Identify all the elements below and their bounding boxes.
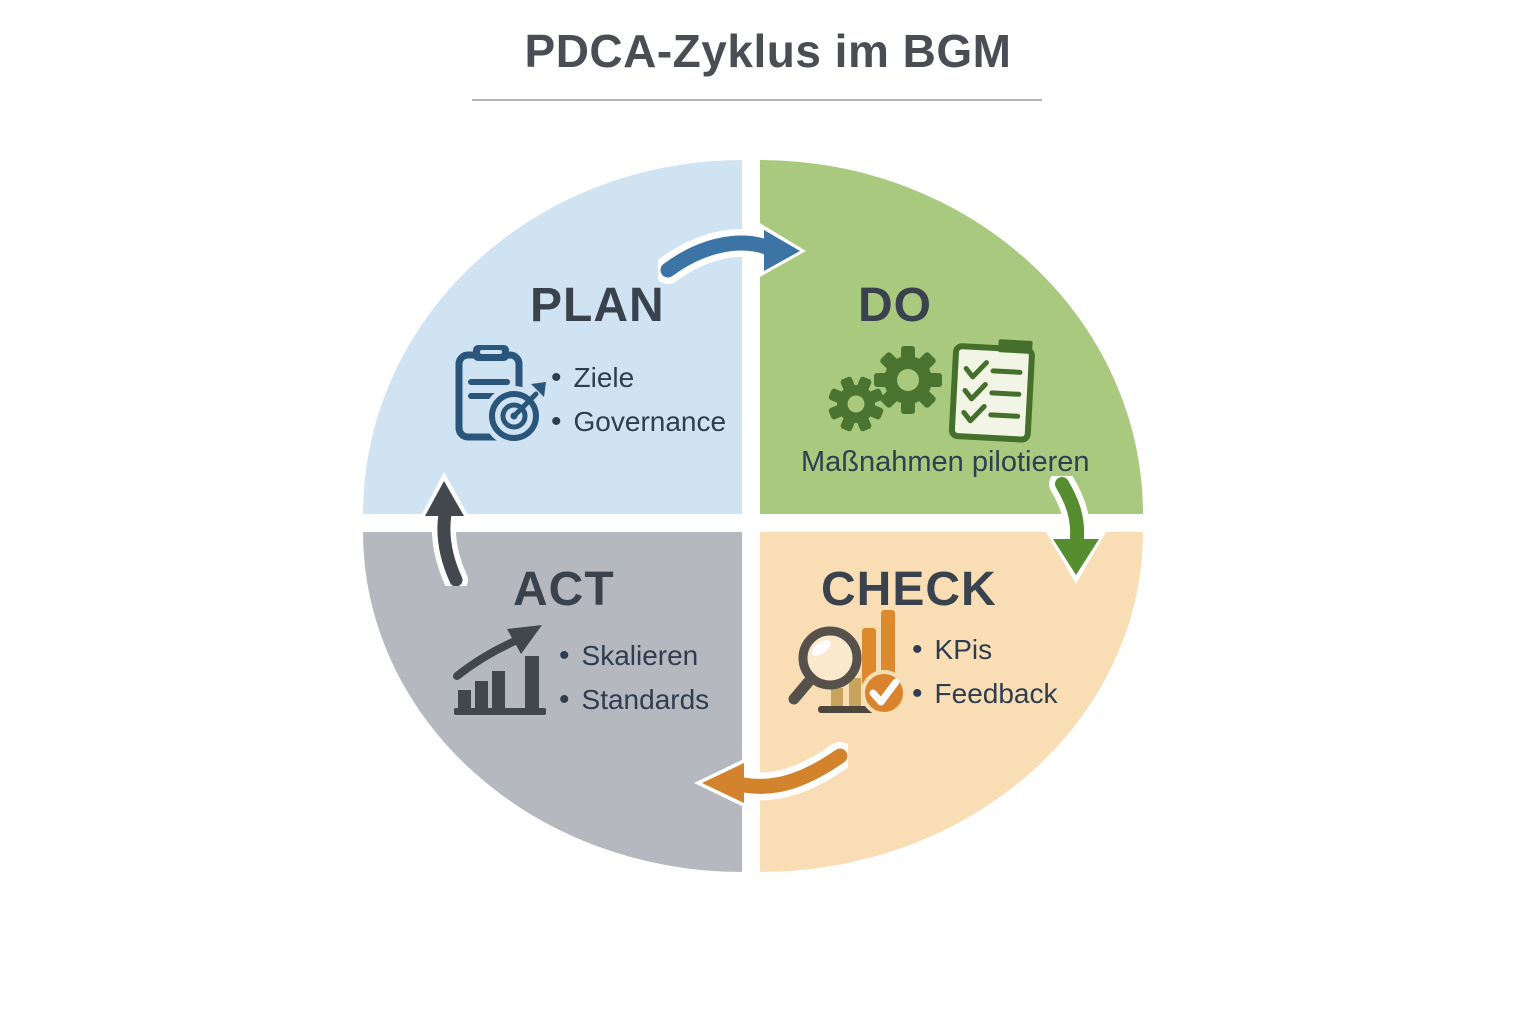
pdca-cycle: PLAN •Ziele •Governance DO (363, 160, 1143, 872)
title-underline (472, 99, 1042, 101)
list-item: •Ziele (551, 356, 726, 400)
page-title: PDCA-Zyklus im BGM (524, 25, 1012, 77)
check-heading: CHECK (821, 563, 997, 616)
growth-chart-arrow-icon (453, 625, 546, 715)
arrow-plan-to-do-icon (658, 222, 806, 284)
do-heading: DO (858, 279, 932, 332)
gears-icon (828, 346, 942, 432)
arrow-check-to-act-icon (694, 742, 848, 810)
magnifier-chart-check-icon (788, 610, 907, 716)
checklist-icon (948, 339, 1035, 443)
list-item: •Feedback (912, 672, 1057, 716)
list-item: •Standards (559, 678, 709, 722)
clipboard-target-icon (455, 345, 546, 444)
plan-heading: PLAN (530, 279, 665, 332)
arrow-do-to-check-icon (1046, 476, 1106, 584)
plan-bullets: •Ziele •Governance (551, 356, 726, 444)
quadrant-act: ACT •Skalieren •Standards (363, 532, 742, 872)
act-heading: ACT (513, 563, 615, 616)
list-item: •Skalieren (559, 634, 709, 678)
quadrant-plan: PLAN •Ziele •Governance (363, 160, 742, 514)
check-bullets: •KPis •Feedback (912, 628, 1057, 716)
arrow-act-to-plan-icon (418, 472, 472, 586)
bullet-icon: • (559, 683, 570, 716)
list-item: •KPis (912, 628, 1057, 672)
bullet-icon: • (551, 361, 562, 394)
do-caption: Maßnahmen pilotieren (801, 446, 1090, 478)
bullet-icon: • (551, 405, 562, 438)
act-bullets: •Skalieren •Standards (559, 634, 709, 722)
bullet-icon: • (912, 677, 923, 710)
bullet-icon: • (559, 639, 570, 672)
quadrant-check: CHECK •KPis •Feedback (760, 532, 1143, 872)
quadrant-do: DO (760, 160, 1143, 514)
bullet-icon: • (912, 633, 923, 666)
list-item: •Governance (551, 400, 726, 444)
